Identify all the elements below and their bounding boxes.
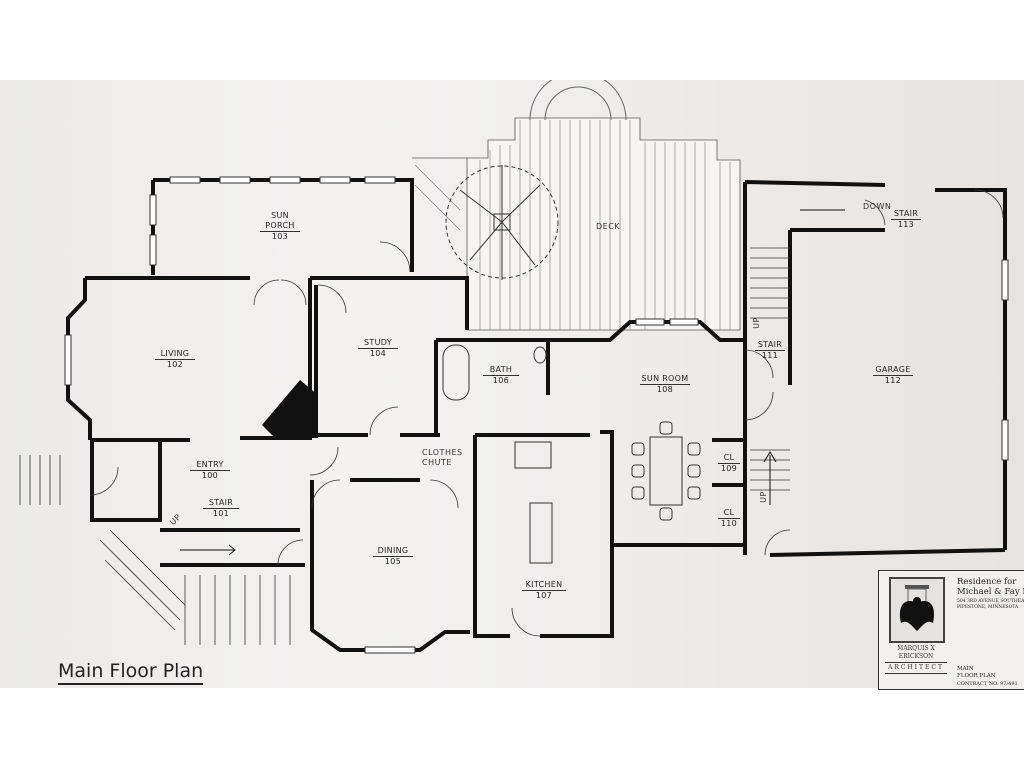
windows	[64, 176, 1009, 654]
room-label-sun-porch: SUN PORCH 103	[260, 211, 300, 242]
title-block: MARQUIS X ERICKSON ARCHITECT Residence f…	[878, 570, 1024, 690]
eagle-icon	[899, 585, 935, 631]
project-address: 504 3RD AVENUE SOUTHEA PIPESTONE, MINNES…	[957, 599, 1024, 610]
sheet-title: MAIN FLOOR PLAN	[957, 666, 996, 679]
up-label-stair-111: UP	[751, 317, 761, 329]
room-label-living: LIVING 102	[155, 349, 195, 370]
deck-hatch	[414, 120, 731, 330]
room-label-kitchen: KITCHEN 107	[522, 580, 566, 601]
contract-number: CONTRACT NO. 97/491	[957, 681, 1018, 687]
architect-logo	[889, 577, 945, 643]
floor-plan-drawing	[19, 80, 1009, 654]
room-label-bath: BATH 106	[483, 365, 519, 386]
room-label-study: STUDY 104	[358, 338, 398, 359]
project-name: Residence for Michael & Fay Mo	[957, 577, 1024, 597]
room-label-cl-109: CL 109	[718, 453, 740, 474]
drawing-title: Main Floor Plan	[58, 660, 204, 685]
deck-label: DECK	[596, 222, 621, 231]
door-swings	[89, 189, 1004, 637]
room-label-stair-113: STAIR 113	[891, 209, 921, 230]
floor-plan-sheet: SUN PORCH 103 LIVING 102 STUDY 104 BATH …	[0, 80, 1024, 690]
dining-table	[442, 344, 701, 564]
room-label-sun-room: SUN ROOM 108	[640, 374, 690, 394]
room-label-entry: ENTRY 100	[190, 460, 230, 481]
room-label-garage: GARAGE 112	[873, 365, 913, 386]
room-label-dining: DINING 105	[373, 546, 413, 567]
clothes-chute-label: CLOTHES CHUTE	[422, 448, 463, 467]
architect-firm: MARQUIS X ERICKSON ARCHITECT	[885, 645, 947, 675]
fireplace	[262, 380, 318, 438]
room-label-cl-110: CL 110	[718, 508, 740, 529]
tree-symbol	[445, 165, 559, 280]
walls	[66, 178, 1007, 652]
room-label-stair-101: STAIR 101	[203, 498, 239, 519]
room-label-stair-111: STAIR 111	[755, 340, 785, 361]
down-label: DOWN	[863, 202, 892, 211]
up-label-garage-stair: UP	[758, 491, 768, 503]
